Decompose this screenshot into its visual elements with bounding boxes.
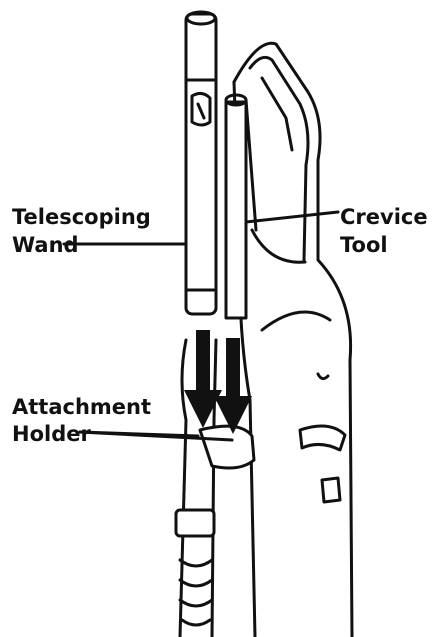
lower-hose [176, 340, 254, 637]
crevice-label-line2: Tool [340, 233, 388, 257]
wand-label-line2: Wand [12, 233, 79, 257]
crevice-label-line1: Crevice [340, 205, 428, 229]
holder-label-line2: Holder [12, 422, 91, 446]
wand-label-line1: Telescoping [12, 205, 151, 229]
telescoping-wand [186, 12, 216, 314]
vacuum-body [234, 43, 352, 637]
crevice-tool [226, 95, 246, 318]
holder-label-line1: Attachment [12, 395, 151, 419]
